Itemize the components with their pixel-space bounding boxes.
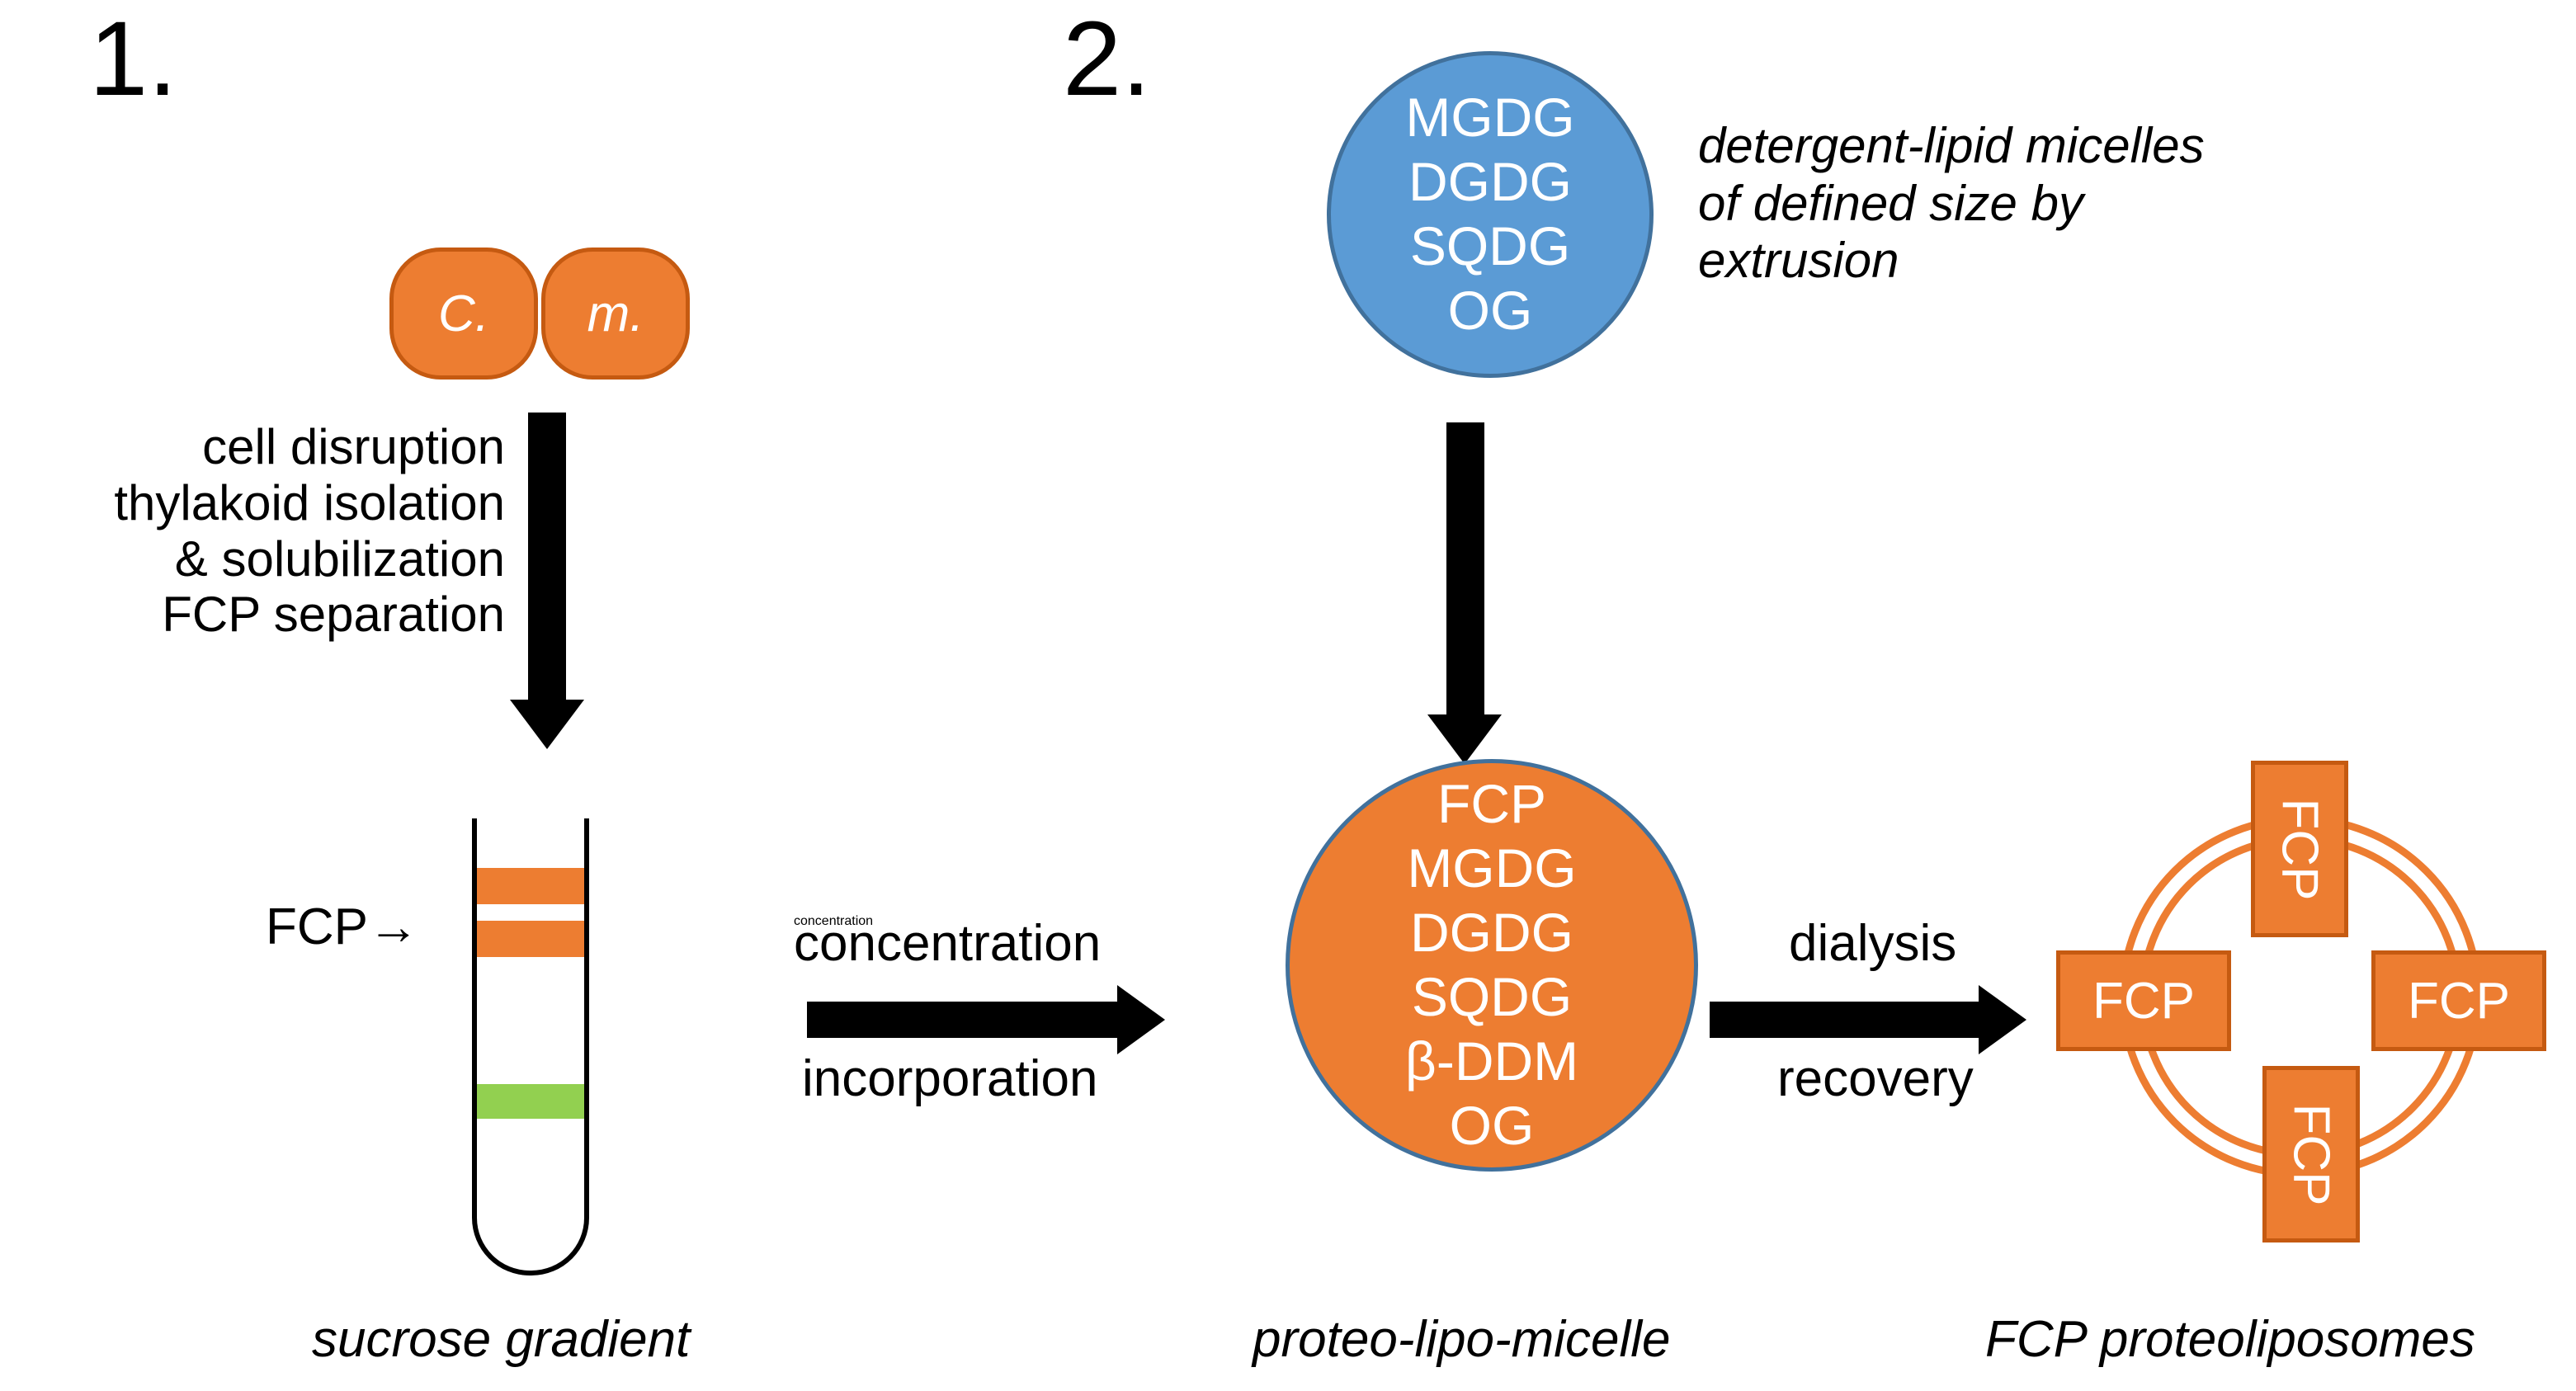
- micelle-note-line-1: detergent-lipid micelles: [1698, 118, 2205, 173]
- label-concentration: concentration: [794, 914, 874, 928]
- procedure-line-1: cell disruption: [202, 419, 505, 474]
- micelle-orange-line-3: DGDG: [1410, 902, 1573, 964]
- micelle-orange-line-1: FCP: [1437, 773, 1546, 835]
- arrow-concentration-incorporation: [807, 983, 1165, 1056]
- arrow-dialysis-recovery: [1710, 983, 2026, 1056]
- arrow-dialysis-top-label: dialysis: [1789, 915, 1957, 972]
- step-number-1: 1.: [89, 0, 177, 118]
- gradient-band-fcp-lower: [477, 921, 584, 957]
- micelle-orange-line-6: OG: [1449, 1094, 1535, 1156]
- arrow-cell-to-gradient: [510, 413, 584, 752]
- procedure-line-4: FCP separation: [162, 587, 505, 643]
- detergent-lipid-micelle-blue: MGDG DGDG SQDG OG: [1327, 51, 1654, 378]
- caption-fcp-proteoliposomes: FCP proteoliposomes: [1985, 1311, 2475, 1368]
- micelle-note-line-2: of defined size by: [1698, 175, 2083, 231]
- procedure-line-3: & solubilization: [174, 530, 505, 587]
- step-number-2: 2.: [1063, 0, 1151, 118]
- liposome-protein-top-label: FCP: [2271, 798, 2328, 900]
- liposome-protein-top: FCP: [2251, 761, 2348, 937]
- arrow-concentration-bottom-label: incorporation: [802, 1050, 1098, 1107]
- micelle-orange-line-4: SQDG: [1411, 966, 1573, 1027]
- arrow-concentration-top-label: concentration: [794, 915, 1102, 972]
- caption-proteo-lipo-micelle: proteo-lipo-micelle: [1253, 1311, 1671, 1368]
- liposome-protein-left-label: FCP: [2092, 972, 2195, 1030]
- micelle-orange-line-2: MGDG: [1407, 837, 1577, 899]
- micelle-note-line-3: extrusion: [1698, 233, 1899, 289]
- liposome-protein-right: FCP: [2371, 950, 2546, 1051]
- micelle-blue-line-4: OG: [1447, 279, 1533, 341]
- fcp-pointer-label: FCP→: [266, 898, 419, 955]
- arrow-dialysis-bottom-label: recovery: [1777, 1050, 1974, 1107]
- liposome-protein-right-label: FCP: [2408, 972, 2510, 1030]
- micelle-blue-line-2: DGDG: [1408, 151, 1572, 213]
- gradient-band-fcp-upper: [477, 868, 584, 904]
- cell-label-species: m.: [541, 248, 690, 380]
- micelle-extrusion-note: detergent-lipid micelles of defined size…: [1698, 117, 2205, 290]
- step1-procedure-text: cell disruption thylakoid isolation & so…: [0, 419, 505, 643]
- micelle-blue-line-3: SQDG: [1409, 215, 1571, 276]
- caption-sucrose-gradient: sucrose gradient: [312, 1311, 691, 1368]
- liposome-protein-left: FCP: [2056, 950, 2231, 1051]
- gradient-band-chlorophyll: [477, 1084, 584, 1119]
- arrow-micelle-to-proteolipomicelle: [1427, 422, 1503, 769]
- micelle-orange-line-5: β-DDM: [1404, 1030, 1579, 1092]
- fcp-proteoliposome: FCP FCP FCP FCP: [2056, 761, 2546, 1242]
- liposome-protein-bottom: FCP: [2262, 1066, 2360, 1242]
- procedure-line-2: thylakoid isolation: [114, 474, 505, 530]
- proteo-lipo-micelle-orange: FCP MGDG DGDG SQDG β-DDM OG: [1286, 759, 1698, 1172]
- liposome-protein-bottom-label: FCP: [2282, 1103, 2340, 1205]
- cell-label-genus: C.: [389, 248, 538, 380]
- micelle-blue-line-1: MGDG: [1405, 87, 1575, 149]
- sucrose-gradient-tube: [472, 818, 589, 1275]
